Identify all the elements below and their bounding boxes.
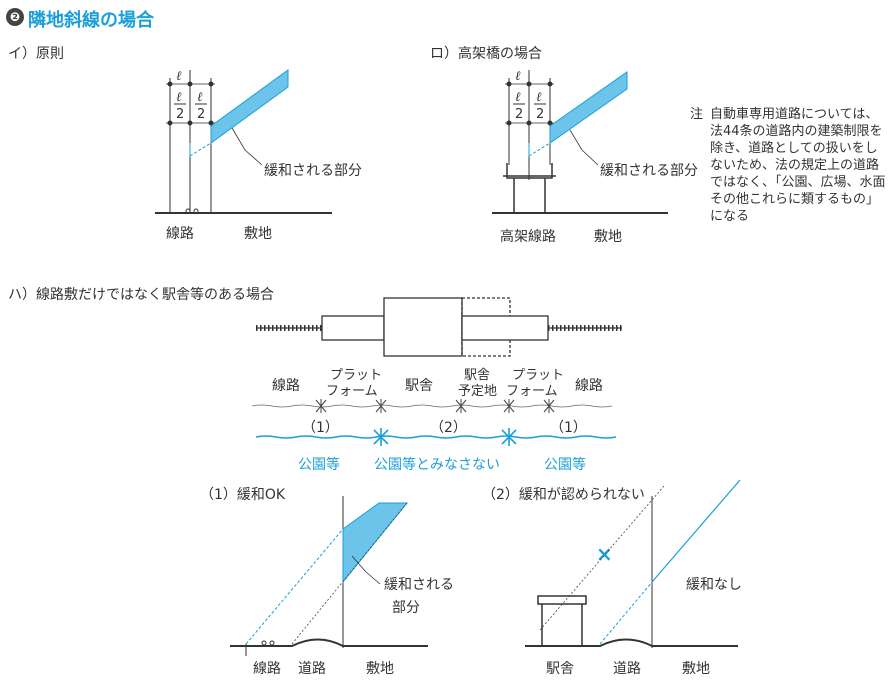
label-platform-left-2: フォーム: [326, 384, 378, 399]
part-a-ell-left: ℓ: [176, 90, 182, 105]
case1-ground-line: [230, 638, 428, 647]
part-a-dashed-slope: [189, 142, 212, 157]
part-b-ell-left: ℓ: [515, 90, 521, 105]
part-a-ell-top: ℓ: [176, 69, 182, 84]
part-b-ell-right: ℓ: [536, 90, 542, 105]
part-a-two-left: 2: [176, 107, 184, 122]
note-block: 注 自動車専用道路については、法44条の道路内の建築制限を除き、道路としての扱い…: [690, 106, 888, 225]
case1-title: （1）緩和OK: [200, 487, 286, 503]
park-mid-label: 公園等とみなさない: [374, 457, 500, 473]
case2-slope-line: [651, 479, 741, 583]
part-a-relief-label: 緩和される部分: [264, 163, 362, 179]
note-text: 自動車専用道路については、法44条の道路内の建築制限を除き、道路としての扱いをし…: [710, 107, 886, 224]
note-mark: 注: [690, 107, 704, 122]
part-a-ell-right: ℓ: [197, 90, 203, 105]
case2-station-label: 駅舎: [546, 661, 574, 677]
park-right-label: 公園等: [544, 457, 586, 473]
part-b-relief-label: 緩和される部分: [600, 163, 698, 179]
zone-1-right: （1）: [550, 420, 587, 436]
label-rail-left: 線路: [272, 378, 300, 394]
label-planned-2: 予定地: [458, 384, 498, 399]
case1-dashed-slope: [245, 528, 344, 645]
label-rail-right: 線路: [575, 378, 603, 394]
part-a-relief-area: [210, 69, 289, 144]
station-building: [383, 297, 463, 357]
park-left-label: 公園等: [298, 457, 340, 473]
part-b-two-right: 2: [536, 107, 544, 122]
section-number-badge: ❷: [6, 8, 24, 26]
zone-1-left: （1）: [302, 420, 339, 436]
zone-2: （2）: [430, 420, 467, 436]
case1-relief-2: 部分: [392, 600, 420, 616]
part-a-leader-line: [231, 127, 263, 166]
part-a-title: イ）原則: [8, 46, 64, 62]
part-b-ell-top: ℓ: [515, 69, 521, 84]
part-a-site-label: 敷地: [244, 226, 272, 242]
case1-site-label: 敷地: [366, 661, 394, 677]
section-title: 隣地斜線の場合: [28, 10, 154, 31]
case2-figure: [525, 479, 741, 648]
case2-title: （2）緩和が認められない: [482, 487, 645, 503]
part-b-relief-area: [549, 71, 628, 144]
label-station: 駅舎: [405, 378, 433, 394]
label-platform-left-1: プラット: [330, 368, 383, 383]
label-platform-right-1: プラット: [512, 368, 565, 383]
case1-road-label: 道路: [298, 661, 326, 677]
station-plan: [256, 297, 622, 357]
case2-ground-line: [525, 638, 738, 647]
part-b-two-left: 2: [515, 107, 523, 122]
case2-site-label: 敷地: [682, 661, 710, 677]
platform-left: [321, 315, 385, 341]
case1-figure: [230, 496, 428, 656]
part-b-figure: [492, 70, 668, 214]
park-boundary-line: [255, 428, 617, 446]
case1-rail-label: 線路: [253, 661, 281, 677]
label-platform-right-2: フォーム: [506, 384, 558, 399]
viaduct-deck: [506, 163, 553, 179]
part-b-site-label: 敷地: [594, 229, 622, 245]
platform-right: [461, 315, 549, 341]
case2-road-label: 道路: [613, 661, 641, 677]
part-c-title: ハ）線路敷だけではなく駅舎等のある場合: [8, 287, 274, 303]
part-a-rail-label: 線路: [166, 226, 194, 242]
part-a-two-right: 2: [197, 107, 205, 122]
part-b-title: ロ）高架橋の場合: [430, 46, 542, 62]
case2-no-relief-label: 緩和なし: [686, 577, 742, 593]
part-a-figure: [155, 69, 332, 214]
case2-reference-slope: [539, 485, 665, 631]
part-b-rail-label: 高架線路: [500, 229, 556, 245]
case2-station-roof: [537, 595, 587, 605]
case1-relief-area: [342, 502, 409, 584]
case1-relief-1: 緩和される: [384, 577, 454, 593]
zone-boundary-line: [251, 399, 613, 413]
label-planned-1: 駅舎: [464, 368, 491, 383]
